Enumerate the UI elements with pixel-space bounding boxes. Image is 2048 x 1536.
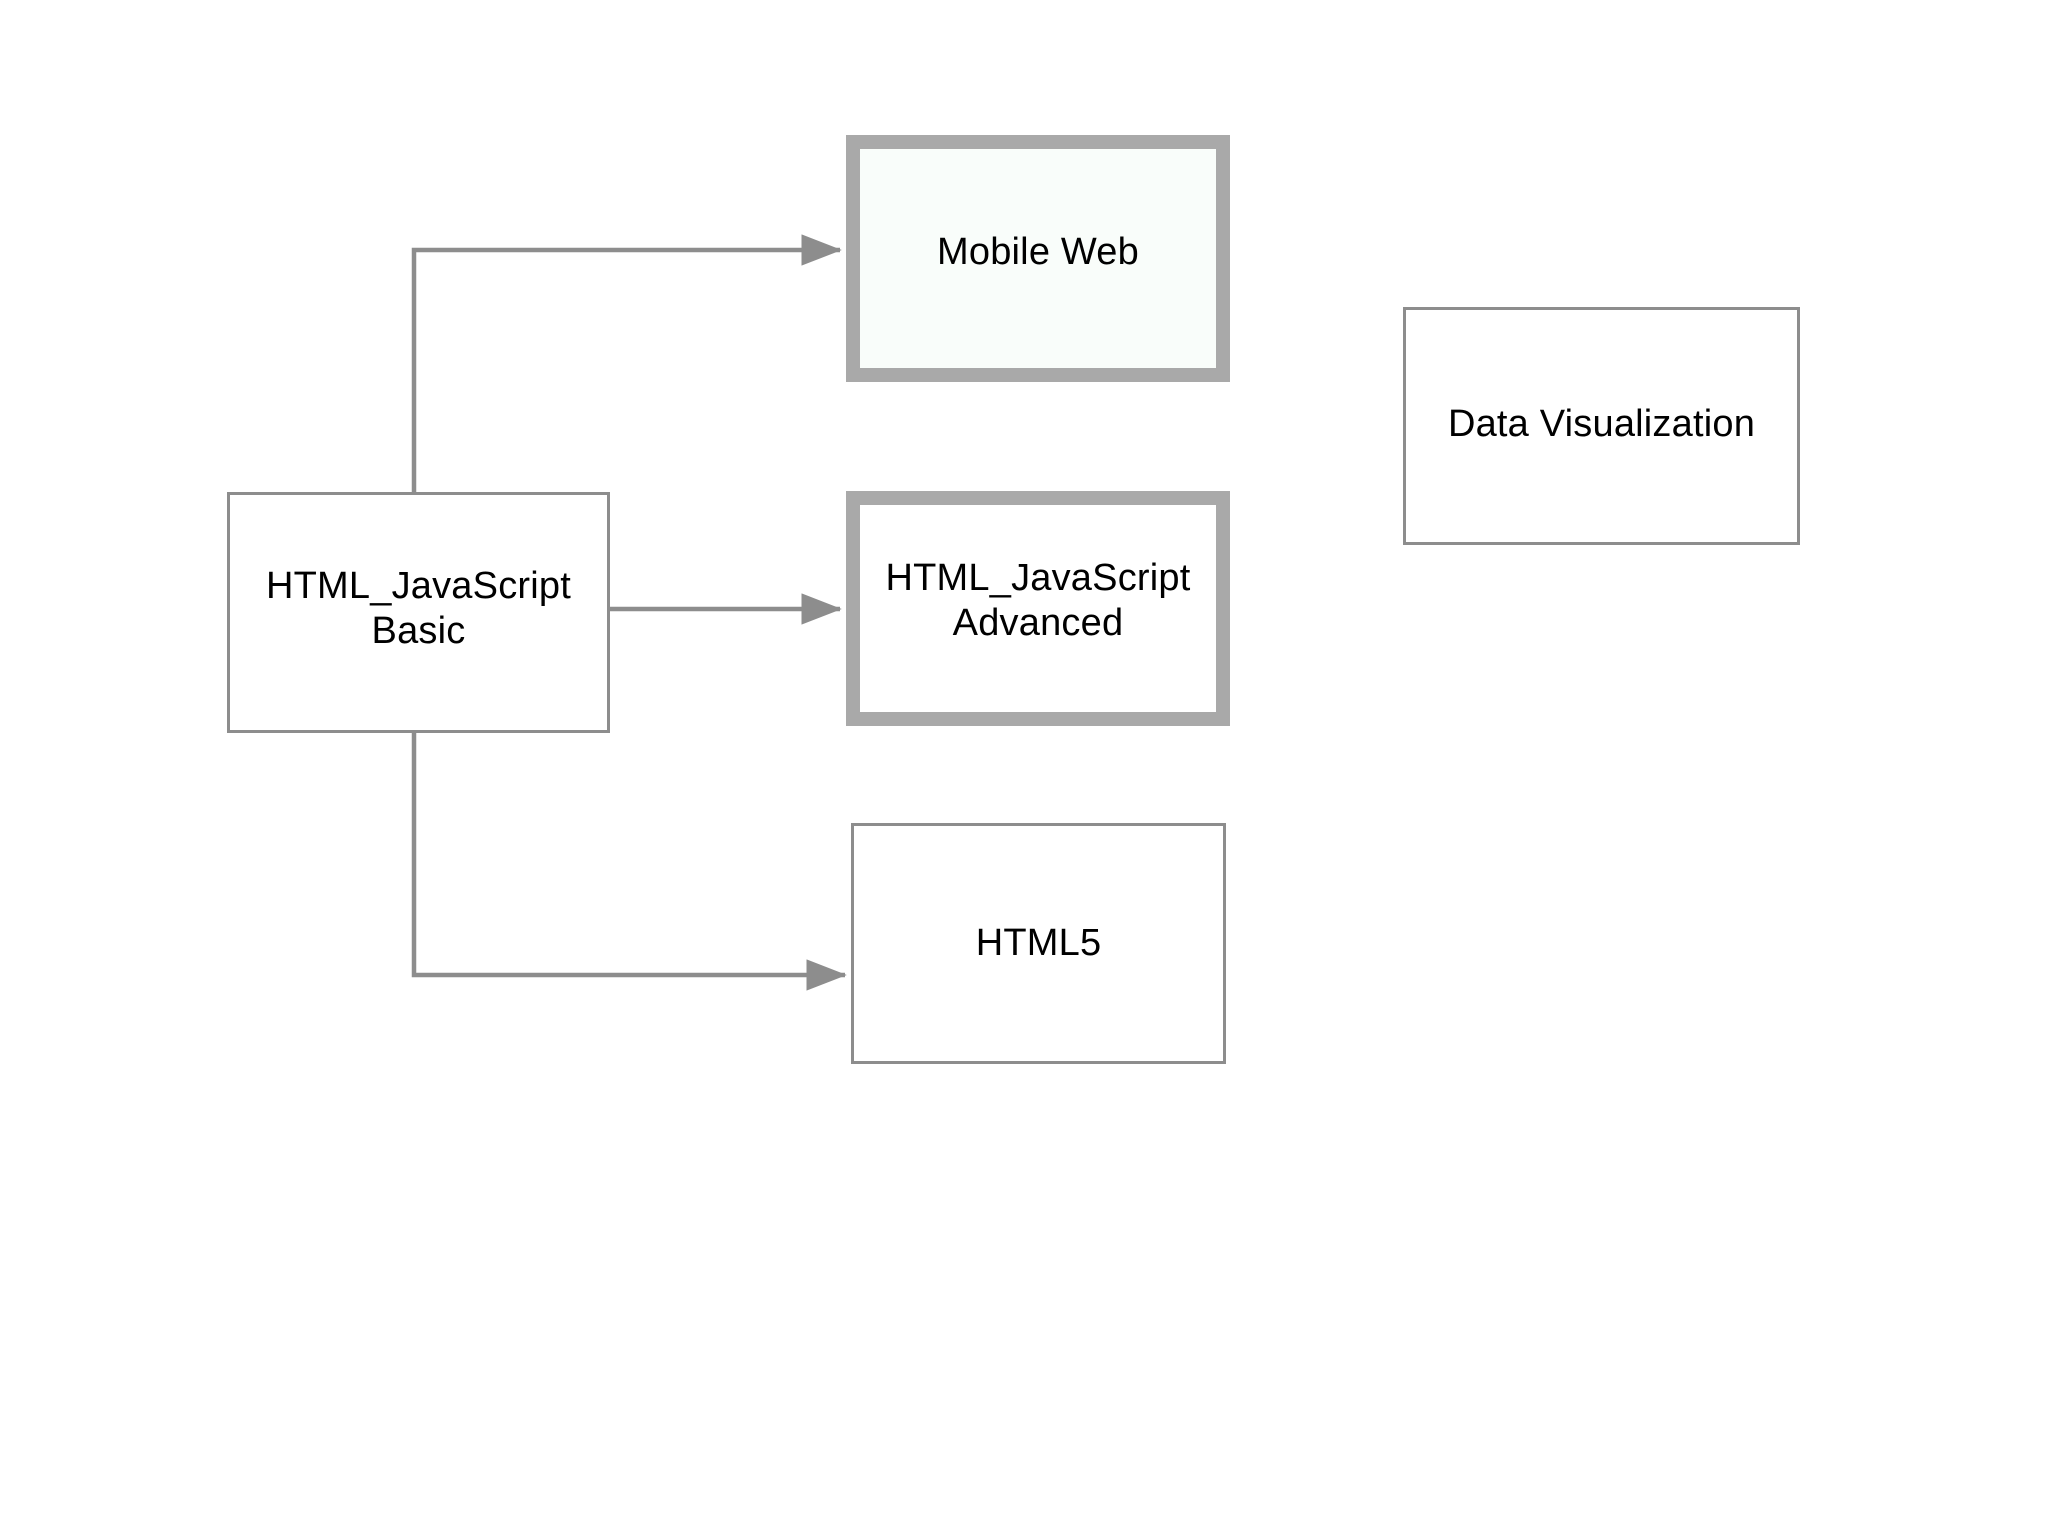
node-mobile-web[interactable]: Mobile Web: [846, 135, 1230, 382]
node-label: HTML_JavaScript Basic: [266, 564, 571, 652]
node-html-javascript-advanced[interactable]: HTML_JavaScript Advanced: [846, 491, 1230, 726]
node-data-visualization[interactable]: Data Visualization: [1403, 307, 1800, 545]
node-html5[interactable]: HTML5: [851, 823, 1226, 1064]
node-label: HTML5: [975, 922, 1102, 965]
connector-basic-to-mobile-web: [411, 234, 842, 492]
node-label: Data Visualization: [1447, 402, 1756, 445]
node-html-javascript-basic[interactable]: HTML_JavaScript Basic: [227, 492, 610, 733]
node-label: Mobile Web: [937, 231, 1139, 274]
node-label: HTML_JavaScript Advanced: [885, 556, 1191, 644]
connector-basic-to-html5: [411, 733, 847, 991]
